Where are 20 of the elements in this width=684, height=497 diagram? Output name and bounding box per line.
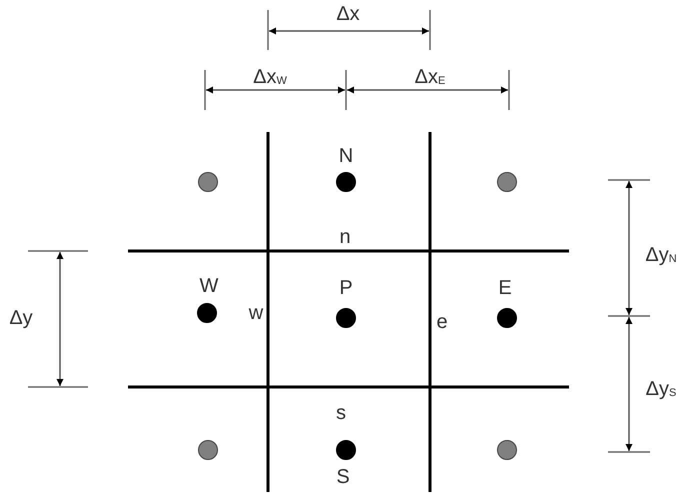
dimension-label: e bbox=[436, 312, 448, 332]
dimension-label: Δy bbox=[9, 308, 33, 328]
node-label: W bbox=[200, 276, 218, 296]
node-point bbox=[336, 308, 356, 328]
dimension-label: Δx bbox=[336, 4, 360, 24]
node-label: N bbox=[338, 146, 354, 166]
node-point bbox=[336, 172, 356, 192]
grid-point bbox=[497, 172, 517, 192]
node-point bbox=[497, 308, 517, 328]
node-point bbox=[197, 303, 217, 323]
dimension-label: n bbox=[339, 227, 351, 247]
grid-point bbox=[198, 440, 218, 460]
grid-point bbox=[198, 172, 218, 192]
node-point bbox=[336, 440, 356, 460]
node-label: P bbox=[339, 278, 353, 298]
node-label: E bbox=[498, 278, 512, 298]
node-label: S bbox=[336, 467, 350, 487]
grid-point bbox=[497, 440, 517, 460]
dimension-label: s bbox=[336, 403, 346, 423]
dimension-label: w bbox=[248, 303, 264, 323]
